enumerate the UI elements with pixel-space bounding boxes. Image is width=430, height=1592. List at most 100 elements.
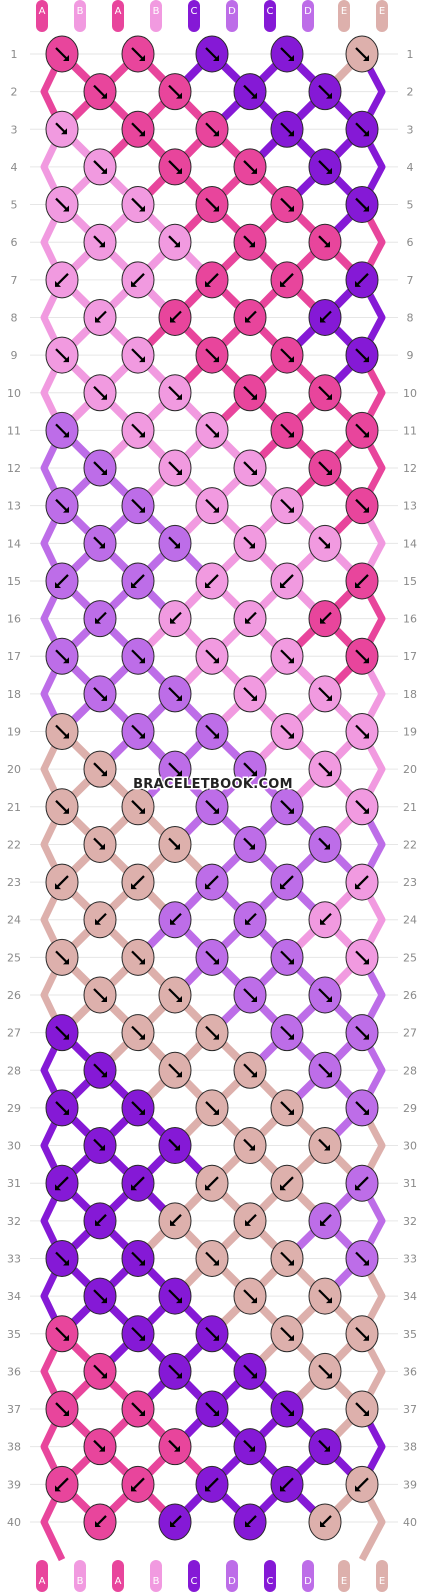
knot [45, 713, 79, 751]
top-strand-label: B [77, 6, 84, 17]
knot [121, 1465, 155, 1503]
knot-arrow-icon [93, 1364, 107, 1379]
knot [233, 223, 267, 261]
knot [270, 411, 304, 449]
knot-arrow-icon [243, 1063, 257, 1078]
knot [195, 1014, 229, 1052]
knot-arrow-icon [131, 574, 145, 588]
knot [345, 863, 379, 901]
knot-arrow-icon [170, 912, 182, 925]
row-number-right: 11 [403, 424, 417, 437]
knot [121, 637, 155, 675]
knot-arrow-icon [280, 273, 294, 287]
knot [270, 186, 304, 224]
knot-arrow-icon [318, 687, 332, 701]
knot-arrow-icon [168, 160, 182, 174]
knot [121, 1239, 155, 1277]
knot [45, 1164, 79, 1202]
watermark: BRACELETBOOK.COM [133, 777, 293, 792]
knot-arrow-icon [355, 1101, 369, 1115]
row-number-right: 10 [403, 387, 417, 400]
knot [83, 600, 117, 638]
knot-arrow-icon [205, 197, 219, 212]
knot-arrow-icon [131, 1025, 145, 1040]
knot [308, 73, 342, 111]
top-strand-label: A [39, 6, 46, 17]
knot-arrow-icon [243, 837, 255, 850]
knot-arrow-icon [355, 348, 369, 363]
knot-arrow-icon [243, 536, 255, 549]
knot-arrow-icon [243, 235, 255, 248]
knot [83, 1277, 117, 1315]
knot [158, 298, 192, 336]
knot [195, 35, 229, 73]
row-number-left: 1 [11, 48, 18, 61]
knot [308, 825, 342, 863]
knot-arrow-icon [93, 235, 105, 248]
knot [195, 1390, 229, 1428]
knot [195, 110, 229, 148]
knot [270, 336, 304, 374]
knot [121, 713, 155, 751]
knot-arrow-icon [318, 461, 332, 476]
knot [45, 186, 79, 224]
knot [83, 1051, 117, 1089]
top-strand-label: D [228, 6, 236, 17]
knot-arrow-icon [168, 1138, 180, 1151]
knot [83, 1127, 117, 1165]
knot-arrow-icon [355, 122, 369, 137]
knot [121, 35, 155, 73]
knot-arrow-icon [95, 310, 107, 323]
row-number-left: 9 [11, 349, 18, 362]
knot-arrow-icon [168, 1364, 182, 1379]
knot [233, 524, 267, 562]
knot-arrow-icon [131, 1101, 145, 1115]
knot-arrow-icon [355, 1326, 369, 1341]
row-number-left: 11 [7, 424, 21, 437]
knot-arrow-icon [55, 724, 69, 739]
knot-arrow-icon [55, 1101, 69, 1115]
knot [83, 73, 117, 111]
knot-arrow-icon [280, 498, 294, 513]
knot [308, 1503, 342, 1541]
knot [308, 600, 342, 638]
row-number-left: 12 [7, 462, 21, 475]
knot [233, 148, 267, 186]
knot-arrow-icon [93, 461, 107, 476]
knot [308, 1202, 342, 1240]
knot [270, 1465, 304, 1503]
knot-arrow-icon [280, 1025, 294, 1040]
knot-arrow-icon [243, 1364, 257, 1379]
knot-arrow-icon [318, 988, 332, 1002]
row-number-right: 20 [403, 763, 417, 776]
knot [308, 1352, 342, 1390]
knot [345, 562, 379, 600]
knot [270, 1164, 304, 1202]
knot-arrow-icon [131, 875, 145, 890]
knot-arrow-icon [355, 498, 369, 513]
row-number-right: 1 [407, 48, 414, 61]
row-number-left: 36 [7, 1365, 21, 1378]
knot [195, 261, 229, 299]
row-number-right: 31 [403, 1177, 417, 1190]
knot-arrow-icon [355, 1025, 369, 1040]
row-number-right: 2 [407, 86, 414, 99]
knot-arrow-icon [205, 1477, 219, 1492]
row-number-right: 38 [403, 1441, 417, 1454]
knot-arrow-icon [168, 762, 182, 777]
knot [345, 110, 379, 148]
knot [308, 148, 342, 186]
knot-arrow-icon [280, 875, 294, 890]
top-strand-label: D [304, 6, 312, 17]
knot [158, 1428, 192, 1466]
knot [121, 1164, 155, 1202]
knot [45, 788, 79, 826]
knot-arrow-icon [55, 273, 69, 287]
knot-arrow-icon [131, 649, 145, 664]
knot [83, 1202, 117, 1240]
knot-arrow-icon [170, 611, 182, 624]
knot [270, 35, 304, 73]
knot-arrow-icon [318, 1439, 330, 1452]
bottom-strand-label: A [115, 1576, 122, 1587]
